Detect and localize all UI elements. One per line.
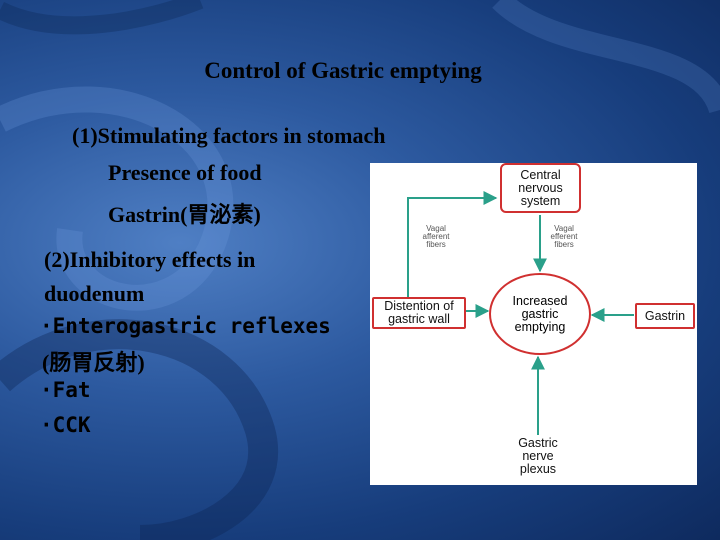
text-chinese-reflex: (肠胃反射) <box>42 350 145 375</box>
text-stimulating: (1)Stimulating factors in stomach <box>72 123 386 148</box>
text-gastrin: Gastrin(胃泌素) <box>108 202 261 227</box>
text-fat: ·Fat <box>40 378 91 402</box>
slide-title: Control of Gastric emptying <box>204 58 482 83</box>
text-enterogastric: ·Enterogastric reflexes <box>40 314 331 338</box>
text-inhibitory: (2)Inhibitory effects in <box>44 247 256 272</box>
vagal-afferent-label: Vagal afferent fibers <box>422 224 450 249</box>
gastrin-label: Gastrin <box>644 308 686 323</box>
cns-label: Central nervous system <box>518 167 563 208</box>
cns-box: Central nervous system <box>500 163 581 213</box>
gastric-emptying-oval: Increased gastric emptying <box>489 273 591 355</box>
diagram-figure: Central nervous system Vagal afferent fi… <box>370 163 697 485</box>
text-presence-food: Presence of food <box>108 160 262 185</box>
gastric-emptying-label: Increased gastric emptying <box>512 293 568 334</box>
gastrin-box: Gastrin <box>635 303 695 329</box>
vagal-efferent-label: Vagal efferent fibers <box>550 224 578 249</box>
distention-box: Distention of gastric wall <box>372 297 466 329</box>
gastric-nerve-plexus-label: Gastric nerve plexus <box>518 436 558 476</box>
diagram-arrows <box>407 191 634 435</box>
distention-label: Distention of gastric wall <box>384 299 454 326</box>
text-cck: ·CCK <box>40 413 91 437</box>
text-duodenum: duodenum <box>44 281 145 306</box>
